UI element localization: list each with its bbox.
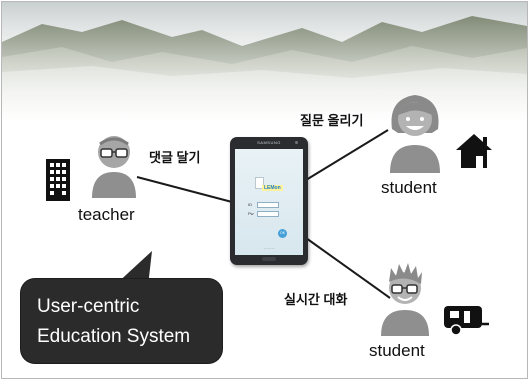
pw-field xyxy=(257,211,279,217)
id-label: ID xyxy=(248,202,252,207)
tablet-screen: LEMon ID Pw OK — — — xyxy=(235,149,303,255)
tablet-brand: SAMSUNG xyxy=(257,140,281,145)
student-bottom-person-icon xyxy=(381,263,429,336)
house-icon xyxy=(456,134,492,168)
student-bottom-label: student xyxy=(369,341,425,360)
camera-dot xyxy=(295,141,298,144)
pw-label: Pw xyxy=(248,211,254,216)
student-top-person-icon xyxy=(390,95,440,173)
screen-footer: — — — xyxy=(263,246,275,250)
callout-line-2: Education System xyxy=(37,326,191,347)
camper-trailer-icon xyxy=(444,306,489,336)
tablet-device: SAMSUNG LEMon ID Pw OK — — — xyxy=(230,137,308,265)
teacher-person-icon xyxy=(92,136,136,198)
student-top-label: student xyxy=(381,178,437,197)
callout-text: User-centric Education System xyxy=(37,292,190,352)
post-question-label: 질문 올리기 xyxy=(300,113,364,128)
document-icon xyxy=(255,177,264,189)
id-field xyxy=(257,202,279,208)
building-icon xyxy=(46,159,70,201)
realtime-chat-label: 실시간 대화 xyxy=(284,292,348,307)
ok-button: OK xyxy=(278,229,287,238)
mountain-background xyxy=(2,2,527,122)
home-button xyxy=(262,257,276,261)
comment-label: 댓글 달기 xyxy=(149,150,201,165)
callout-bubble: User-centric Education System xyxy=(21,279,222,363)
teacher-label: teacher xyxy=(78,205,135,224)
student-bottom-connector xyxy=(305,237,391,299)
student-top-connector xyxy=(305,129,389,181)
app-logo: LEMon xyxy=(262,185,283,191)
teacher-connector xyxy=(136,176,233,203)
callout-line-1: User-centric xyxy=(37,296,140,317)
